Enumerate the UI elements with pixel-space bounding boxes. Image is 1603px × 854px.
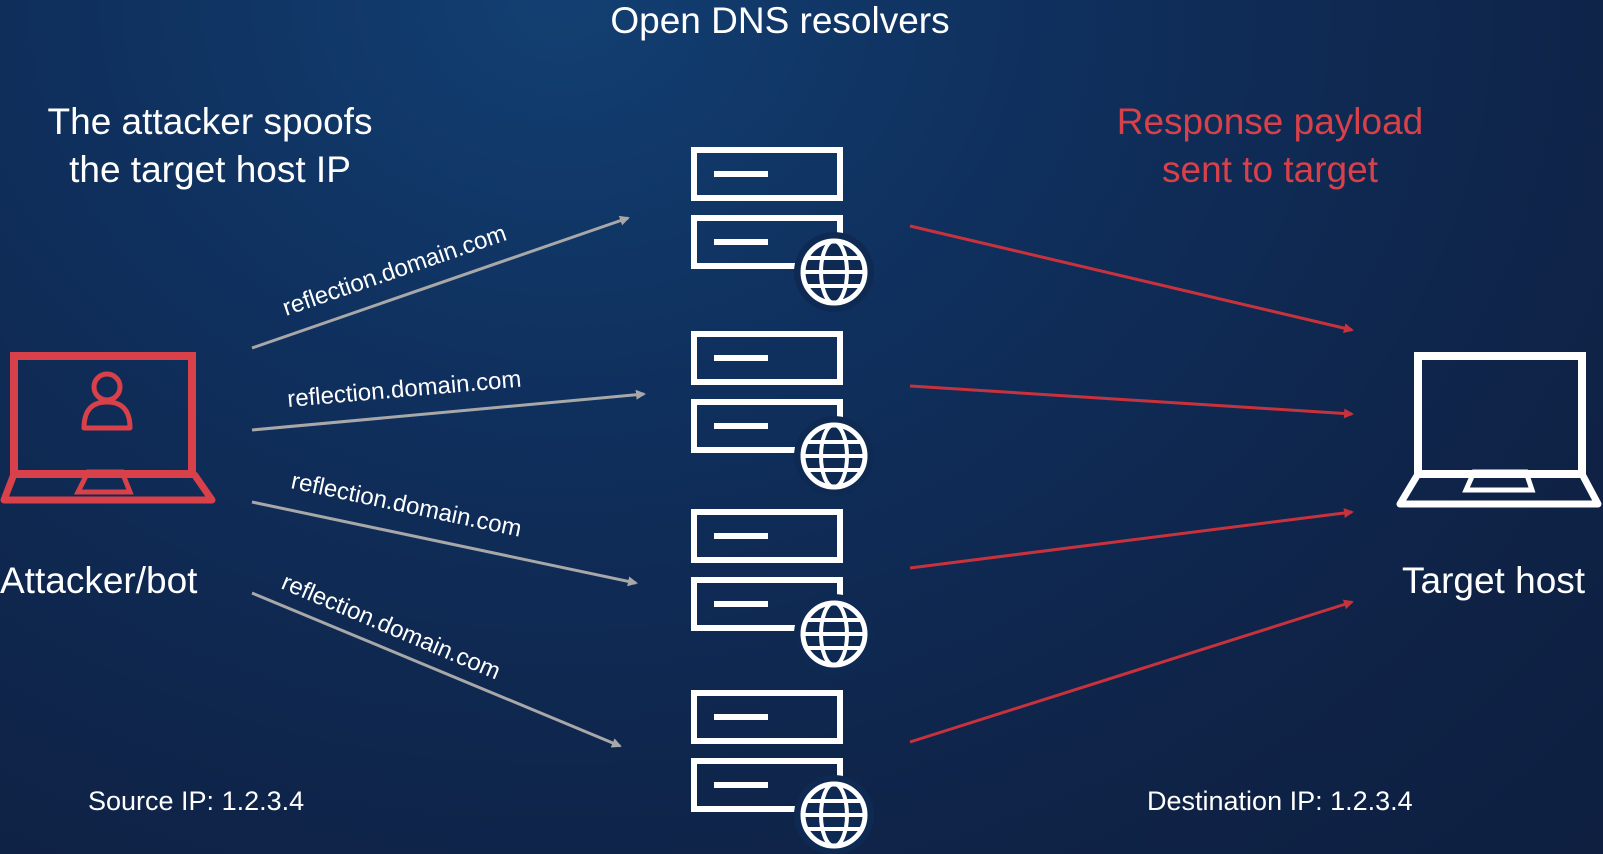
response-arrow-1 bbox=[909, 224, 1354, 334]
attacker-caption-line-2: the target host IP bbox=[69, 149, 351, 190]
query-arrow-4 bbox=[251, 591, 622, 748]
source-ip-label: Source IP: 1.2.3.4 bbox=[88, 786, 305, 816]
response-arrow-3 bbox=[909, 508, 1354, 570]
response-caption-line-2: sent to target bbox=[1162, 149, 1378, 190]
dns-server-icon bbox=[694, 150, 874, 312]
dns-server-icon bbox=[694, 693, 874, 854]
destination-ip-label: Destination IP: 1.2.3.4 bbox=[1147, 786, 1413, 816]
target-laptop-icon bbox=[1396, 352, 1602, 508]
diagram-title: Open DNS resolvers bbox=[610, 0, 950, 41]
query-label-2: reflection.domain.com bbox=[286, 366, 522, 413]
attacker-caption: The attacker spoofs the target host IP bbox=[40, 98, 380, 194]
response-arrow-4 bbox=[909, 599, 1354, 744]
dns-server-icon bbox=[694, 512, 874, 674]
response-arrow-2 bbox=[909, 384, 1354, 419]
target-label: Target host bbox=[1402, 560, 1586, 601]
attacker-laptop-icon bbox=[0, 352, 216, 504]
response-caption-line-1: Response payload bbox=[1116, 101, 1424, 142]
attacker-caption-line-1: The attacker spoofs bbox=[47, 101, 373, 142]
query-label-4: reflection.domain.com bbox=[278, 569, 505, 686]
dns-server-icon bbox=[694, 334, 874, 496]
attacker-label: Attacker/bot bbox=[0, 560, 198, 601]
query-arrow-2 bbox=[251, 389, 646, 432]
response-caption: Response payload sent to target bbox=[1100, 98, 1440, 194]
query-arrow-1 bbox=[251, 215, 630, 350]
query-label-3: reflection.domain.com bbox=[289, 467, 524, 542]
query-arrow-3 bbox=[251, 500, 638, 587]
